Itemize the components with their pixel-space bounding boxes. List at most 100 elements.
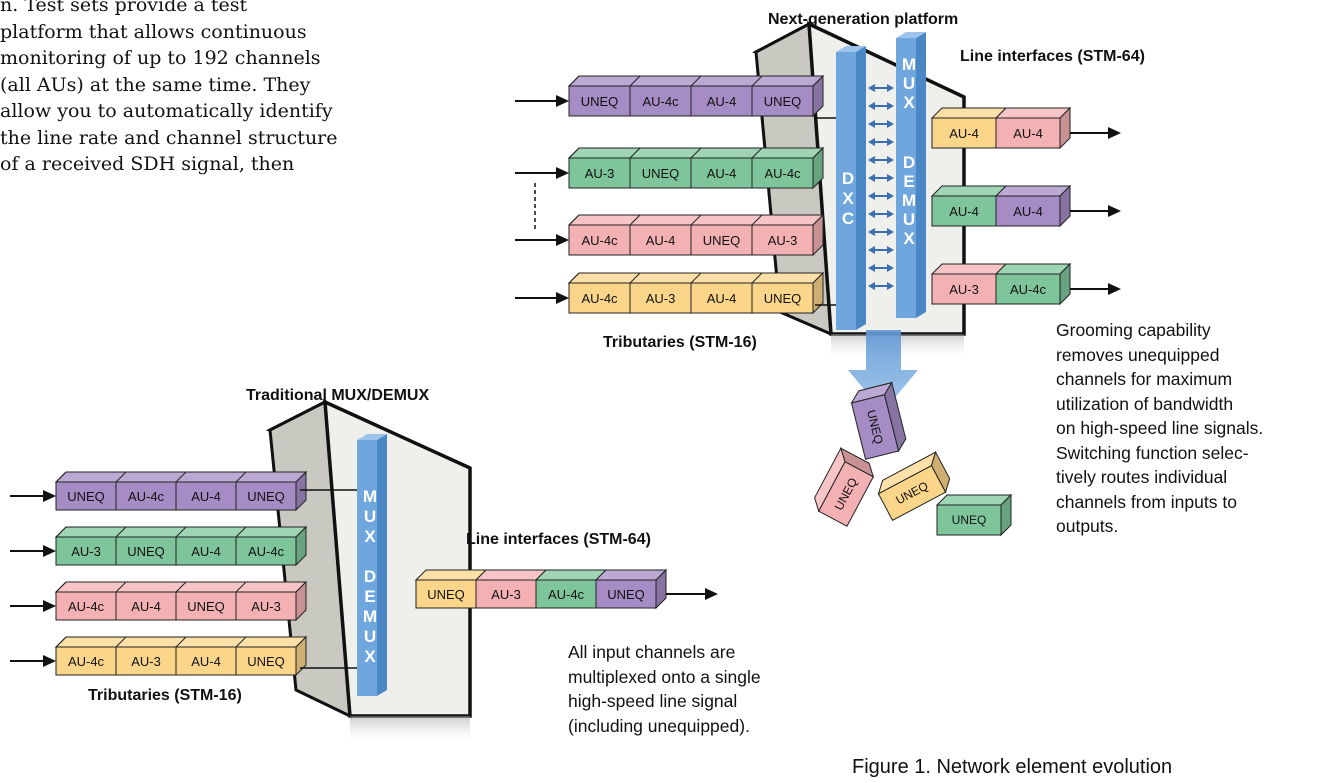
channel-cell-label: AU-3 [131, 654, 161, 669]
removed-block-label: UNEQ [952, 513, 987, 527]
channel-cell-label: AU-4 [949, 126, 979, 141]
channel-cell-label: UNEQ [247, 654, 285, 669]
channel-cell [931, 273, 997, 305]
removed-uneq-block: UNEQ [814, 446, 875, 527]
channel-cell-label: AU-4 [707, 291, 737, 306]
channel-cell [931, 195, 997, 227]
channel-cell [568, 85, 631, 117]
channel-cell [751, 157, 814, 189]
removed-uneq-block: UNEQ [877, 450, 951, 522]
channel-cell-label: UNEQ [703, 233, 741, 248]
grooming-note: Grooming capability removes unequipped c… [1056, 320, 1264, 536]
channel-cell [629, 157, 692, 189]
channel-cell [595, 579, 657, 609]
channel-cell-label: AU-4 [707, 166, 737, 181]
channel-cell-label: AU-3 [646, 291, 676, 306]
switch-arrow [868, 156, 894, 164]
channel-cell-label: AU-4c [68, 654, 105, 669]
channel-cell [931, 117, 997, 149]
output-arrow [1070, 205, 1121, 217]
channel-cell-label: AU-4c [1010, 282, 1047, 297]
input-arrow [515, 95, 569, 107]
output-arrow [1070, 283, 1121, 295]
channel-cell-label: AU-4 [1013, 204, 1043, 219]
channel-cell [235, 591, 297, 621]
input-arrow [10, 655, 56, 667]
next-gen-output-1: AU-4 AU-4 [930, 106, 1072, 150]
channel-cell-label: AU-3 [491, 587, 521, 602]
traditional-output: UNEQ AU-3 AU-4c UNEQ [414, 568, 718, 610]
channel-cell [690, 157, 753, 189]
removed-uneq-block: UNEQ [850, 381, 907, 460]
channel-cell-label: AU-4 [131, 599, 161, 614]
switch-arrow [868, 210, 894, 218]
channel-cell-label: UNEQ [127, 544, 165, 559]
channel-cell-label: AU-3 [71, 544, 101, 559]
channel-cell-label: UNEQ [67, 489, 105, 504]
channel-cell [995, 273, 1061, 305]
input-arrow [10, 545, 56, 557]
next-gen-output-3: AU-3 AU-4c [930, 262, 1072, 306]
channel-cell [115, 646, 177, 676]
traditional-title: Traditional MUX/DEMUX [246, 387, 429, 404]
channel-cell-label: AU-3 [949, 282, 979, 297]
channel-cell [751, 224, 814, 256]
next-gen-line-interfaces-label: Line interfaces (STM-64) [960, 48, 1145, 65]
channel-cell-label: AU-4c [128, 489, 165, 504]
channel-cell [235, 481, 297, 511]
channel-cell [175, 536, 237, 566]
next-gen-title: Next-generation platform [768, 11, 958, 28]
channel-cell [690, 224, 753, 256]
channel-cell-label: UNEQ [607, 587, 645, 602]
channel-cell [751, 282, 814, 314]
channel-cell [115, 536, 177, 566]
channel-cell-label: UNEQ [764, 94, 802, 109]
traditional-line-interfaces-label: Line interfaces (STM-64) [466, 531, 651, 548]
channel-cell [115, 591, 177, 621]
channel-cell-label: UNEQ [247, 489, 285, 504]
input-arrow [10, 490, 56, 502]
input-arrow [515, 292, 569, 304]
channel-cell [415, 579, 477, 609]
output-arrow [1070, 127, 1121, 139]
switch-arrow [868, 282, 894, 290]
channel-cell-label: AU-4 [191, 544, 221, 559]
channel-cell-label: UNEQ [187, 599, 225, 614]
channel-cell-label: AU-4c [248, 544, 285, 559]
channel-cell-label: AU-3 [585, 166, 615, 181]
channel-cell-label: UNEQ [581, 94, 619, 109]
channel-cell-label: UNEQ [427, 587, 465, 602]
switch-arrow [868, 120, 894, 128]
multiplex-note: All input channels are multiplexed onto … [568, 642, 761, 736]
traditional-tributaries-label: Tributaries (STM-16) [88, 687, 242, 704]
channel-cell [235, 646, 297, 676]
traditional-output-row: UNEQ AU-3 AU-4c UNEQ [414, 568, 668, 610]
switch-arrow [868, 228, 894, 236]
next-gen-down-arrow [848, 330, 918, 412]
channel-cell [690, 282, 753, 314]
channel-cell-label: AU-4c [642, 94, 679, 109]
channel-cell-label: AU-4 [1013, 126, 1043, 141]
channel-cell-label: AU-4c [581, 233, 618, 248]
switch-arrow [868, 138, 894, 146]
input-arrow [10, 600, 56, 612]
channel-cell-label: AU-4c [548, 587, 585, 602]
channel-cell [115, 481, 177, 511]
